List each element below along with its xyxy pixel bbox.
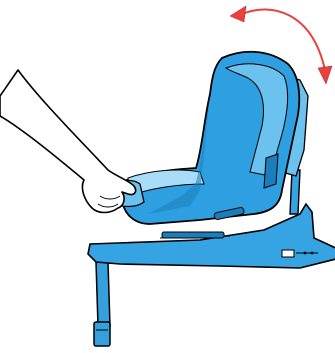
support-leg (94, 262, 110, 346)
seat-shell (118, 52, 299, 224)
support-leg-foot (94, 322, 110, 346)
hand-icon (0, 70, 136, 213)
base-rear-post (290, 170, 300, 214)
base-slot (162, 232, 224, 238)
harness-slot (264, 154, 278, 188)
